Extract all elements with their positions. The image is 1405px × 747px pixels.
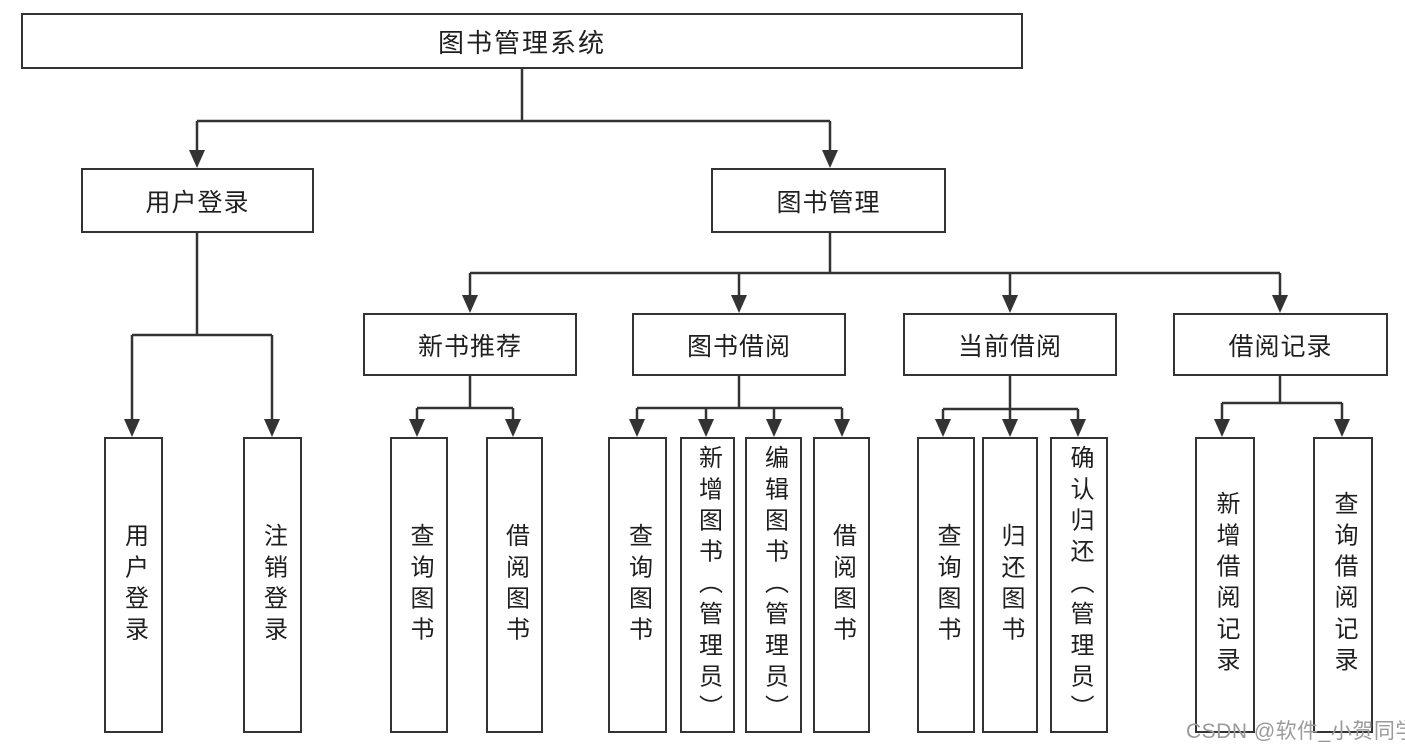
- node-current-borrowing: 当前借阅: [903, 313, 1117, 376]
- leaf-borrowing-borrow-book-label: 借阅图书: [828, 522, 856, 648]
- node-root-label: 图书管理系统: [437, 27, 606, 58]
- leaf-current-return-book: 归还图书: [982, 437, 1038, 733]
- leaf-current-confirm-return-admin: 确认归还（管理员）: [1050, 437, 1108, 733]
- leaf-current-query-book: 查询图书: [917, 437, 975, 733]
- leaf-borrowing-add-book-admin: 新增图书（管理员）: [680, 437, 735, 733]
- leaf-current-query-book-label: 查询图书: [933, 522, 960, 648]
- leaf-borrowing-query-book-label: 查询图书: [624, 522, 652, 648]
- node-user-login-label: 用户登录: [145, 188, 250, 217]
- node-borrowing-records: 借阅记录: [1173, 313, 1388, 376]
- leaf-records-add-record-label: 新增借阅记录: [1212, 491, 1239, 679]
- leaf-borrowing-add-book-admin-label: 新增图书（管理员）: [694, 444, 722, 726]
- leaf-records-query-record-label: 查询借阅记录: [1330, 491, 1357, 679]
- leaf-recommend-query-book-label: 查询图书: [406, 522, 433, 648]
- leaf-logout-label: 注销登录: [259, 522, 287, 648]
- node-new-book-recommend-label: 新书推荐: [417, 332, 522, 361]
- node-borrowing-records-label: 借阅记录: [1228, 332, 1333, 361]
- node-current-borrowing-label: 当前借阅: [957, 332, 1062, 361]
- leaf-recommend-borrow-book-label: 借阅图书: [501, 522, 529, 648]
- leaf-borrowing-query-book: 查询图书: [608, 437, 667, 733]
- arrowheads: [124, 150, 1350, 437]
- leaf-user-login-label: 用户登录: [120, 522, 148, 648]
- leaf-records-add-record: 新增借阅记录: [1195, 437, 1255, 733]
- csdn-watermark: CSDN @软件_小贺同学: [1186, 720, 1405, 743]
- node-new-book-recommend: 新书推荐: [363, 313, 577, 376]
- leaf-borrowing-edit-book-admin-label: 编辑图书（管理员）: [760, 444, 788, 726]
- node-user-login: 用户登录: [81, 168, 314, 233]
- leaf-borrowing-edit-book-admin: 编辑图书（管理员）: [745, 437, 802, 733]
- leaf-current-return-book-label: 归还图书: [997, 522, 1024, 648]
- node-book-management-label: 图书管理: [776, 188, 881, 217]
- leaf-recommend-borrow-book: 借阅图书: [486, 437, 543, 733]
- leaf-user-login: 用户登录: [104, 437, 163, 733]
- node-book-borrowing-label: 图书借阅: [686, 332, 791, 361]
- node-book-borrowing: 图书借阅: [632, 313, 846, 376]
- leaf-borrowing-borrow-book: 借阅图书: [813, 437, 870, 733]
- node-book-management: 图书管理: [711, 168, 946, 233]
- node-root-library-system: 图书管理系统: [21, 13, 1023, 69]
- leaf-recommend-query-book: 查询图书: [390, 437, 448, 733]
- leaf-current-confirm-return-admin-label: 确认归还（管理员）: [1066, 444, 1093, 726]
- leaf-records-query-record: 查询借阅记录: [1313, 437, 1373, 733]
- leaf-logout: 注销登录: [243, 437, 302, 733]
